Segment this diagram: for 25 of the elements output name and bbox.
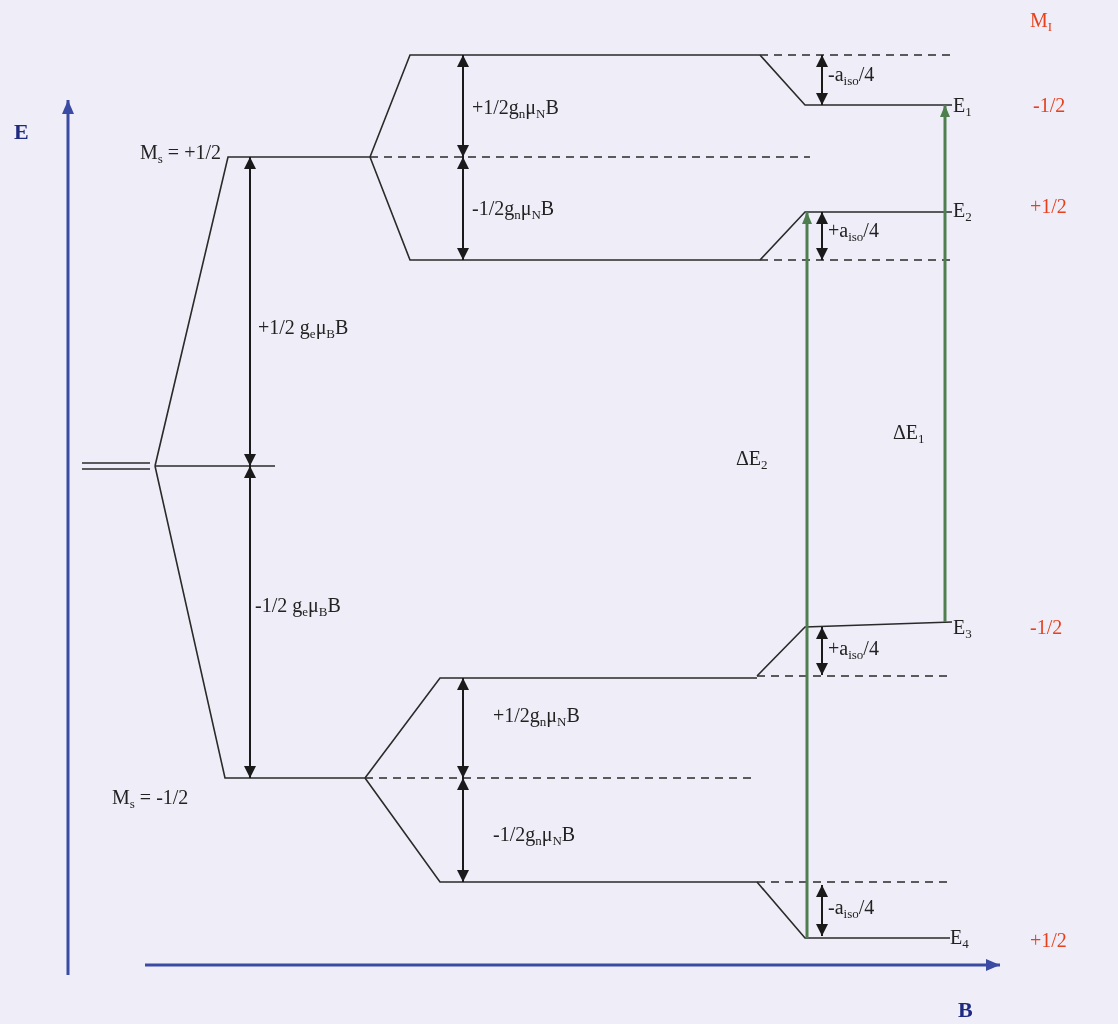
quantum-number-label: -1/2 bbox=[1030, 615, 1063, 639]
energy-label: E$_{4}$ bbox=[950, 925, 969, 949]
quantum-number-label: M$_{I}$ bbox=[1030, 8, 1053, 32]
splitting-label: -a$_{iso}$/4 bbox=[828, 895, 875, 919]
axis-label: B bbox=[958, 998, 973, 1022]
quantum-number-label: +1/2 bbox=[1030, 928, 1067, 952]
quantum-number-label: -1/2 bbox=[1033, 93, 1066, 117]
energy-label: E$_{1}$ bbox=[953, 93, 972, 117]
splitting-label: -1/2g$_{n}$μ$_{N}$B bbox=[493, 822, 576, 846]
splitting-label: +1/2g$_{n}$μ$_{N}$B bbox=[472, 95, 559, 119]
transition-label: ΔE$_{2}$ bbox=[736, 446, 768, 470]
splitting-label: -a$_{iso}$/4 bbox=[828, 62, 875, 86]
axis-label: E bbox=[14, 120, 29, 144]
splitting-label: +a$_{iso}$/4 bbox=[828, 636, 879, 660]
spin-state-label: M$_{s}$ = +1/2 bbox=[140, 140, 221, 164]
energy-label: E$_{3}$ bbox=[953, 615, 972, 639]
spin-state-label: M$_{s}$ = -1/2 bbox=[112, 785, 189, 809]
quantum-number-label: +1/2 bbox=[1030, 194, 1067, 218]
splitting-label: +1/2 g$_{e}$μ$_{B}$B bbox=[258, 315, 349, 339]
energy-label: E$_{2}$ bbox=[953, 198, 972, 222]
splitting-label: +1/2g$_{n}$μ$_{N}$B bbox=[493, 703, 580, 727]
splitting-label: +a$_{iso}$/4 bbox=[828, 218, 879, 242]
transition-label: ΔE$_{1}$ bbox=[893, 420, 925, 444]
splitting-label: -1/2g$_{n}$μ$_{N}$B bbox=[472, 196, 555, 220]
splitting-label: -1/2 g$_{e}$μ$_{B}$B bbox=[255, 593, 341, 617]
